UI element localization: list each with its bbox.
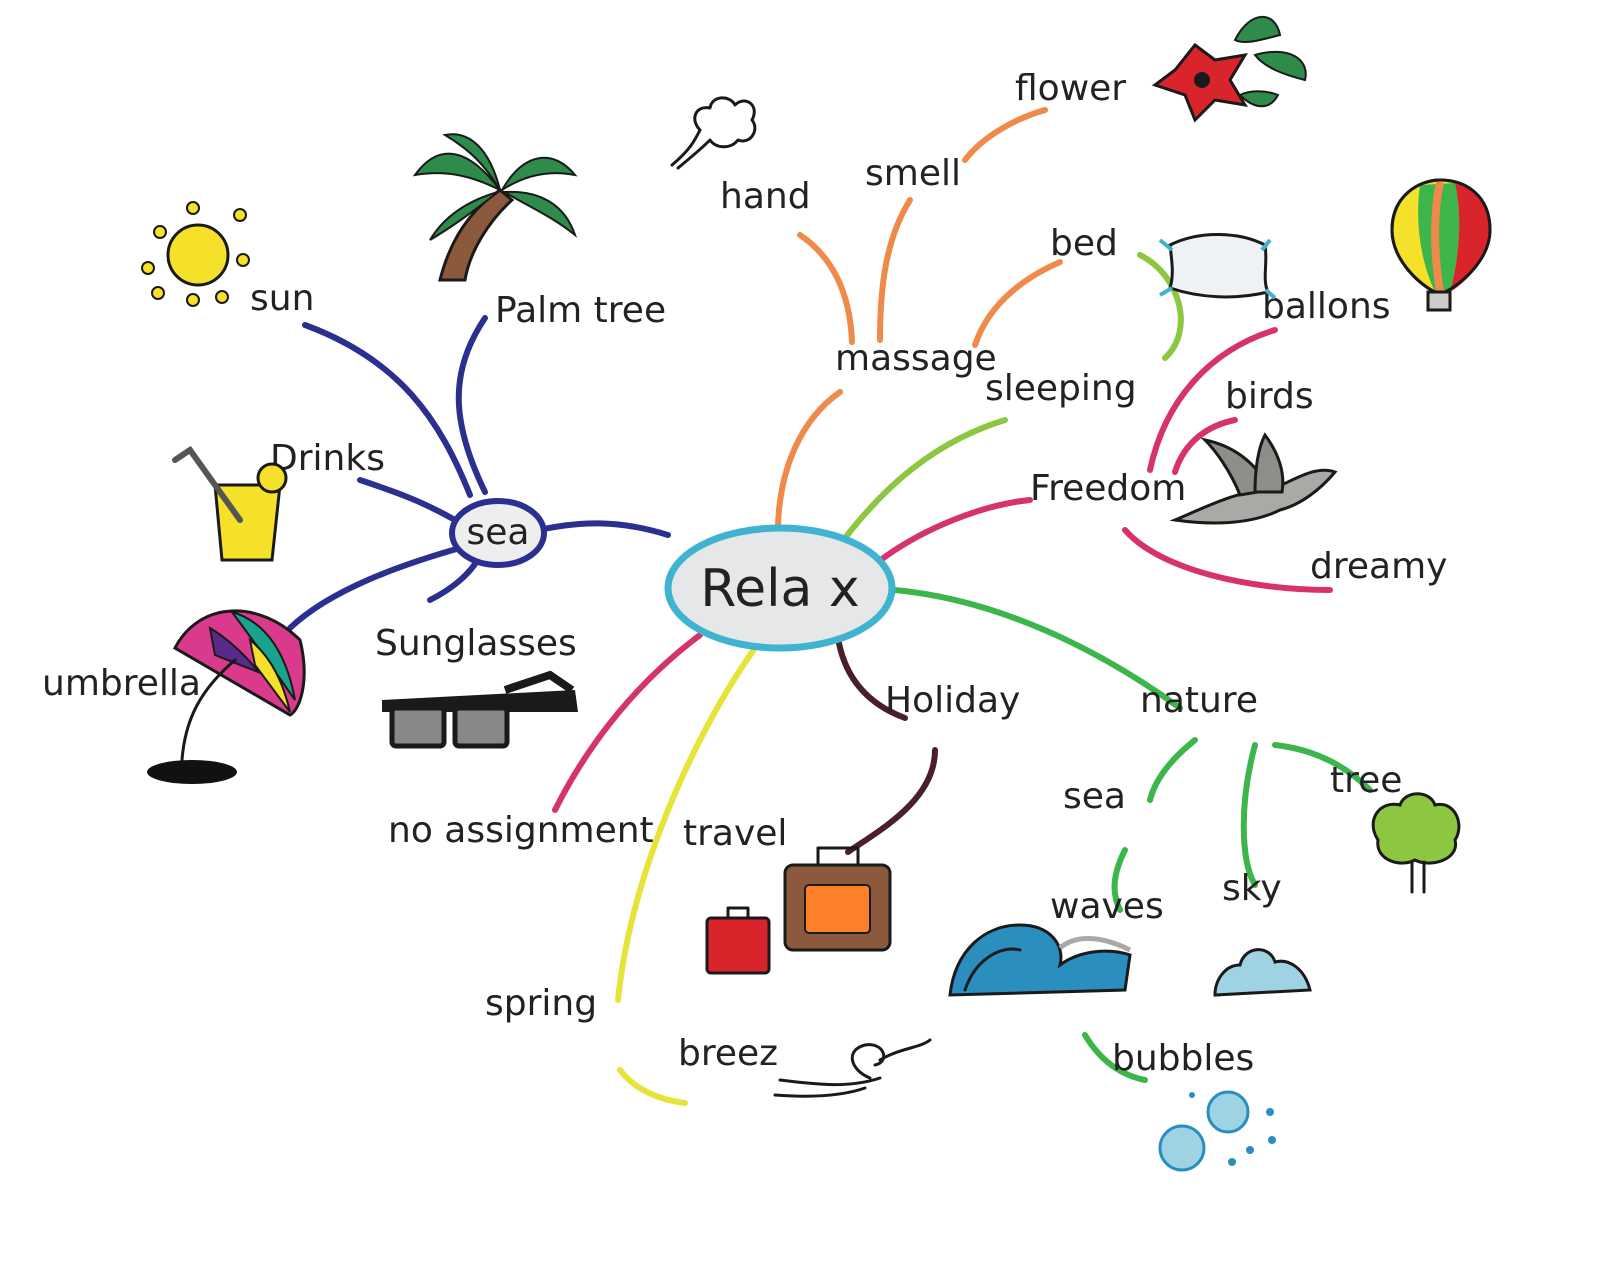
palm-tree-icon: [412, 133, 578, 282]
sunglasses-icon: [382, 670, 578, 749]
spring-label: spring: [485, 983, 597, 1024]
tree-icon: [1371, 792, 1461, 894]
umbrella-label: umbrella: [42, 663, 201, 704]
branch-relax-freedom: [875, 497, 1033, 565]
freedom-label: Freedom: [1030, 468, 1186, 509]
branch-bed-sleeping: [1137, 252, 1184, 361]
branch-sea-waves: [1111, 847, 1128, 913]
no-assignment-label: no assignment: [388, 810, 654, 851]
central-ellipse: [664, 524, 896, 652]
bed-label: bed: [1050, 223, 1118, 264]
sunglasses-label: Sunglasses: [375, 623, 577, 664]
branch-sea-sun: [302, 322, 473, 498]
branch-spring-breez: [617, 1067, 688, 1106]
branch-massage-hand: [797, 232, 855, 345]
cloud-icon: [1213, 948, 1312, 997]
flower-label: flower: [1015, 68, 1126, 109]
sun-label: sun: [250, 278, 314, 319]
branch-relax-massage: [775, 389, 843, 528]
sky-label: sky: [1222, 868, 1282, 909]
branch-smell-flower: [962, 107, 1048, 163]
sun-icon: [141, 201, 250, 307]
branch-relax-spring: [615, 645, 758, 1003]
branch-massage-bed: [972, 259, 1063, 348]
branch-sea-umbrella: [287, 545, 463, 631]
hot-air-balloon-icon: [1390, 178, 1492, 312]
massage-label: massage: [835, 338, 997, 379]
branch-waves-bubbles: [1082, 1032, 1148, 1083]
branch-holiday-travel: [845, 747, 938, 855]
umbrella-icon: [147, 609, 306, 784]
node-labels: sun Palm tree Drinks umbrella Sunglasses…: [42, 68, 1447, 1079]
waves-label: waves: [1050, 886, 1164, 927]
holiday-label: Holiday: [885, 680, 1020, 721]
branch-relax-holiday: [835, 635, 908, 721]
sea-node: sea: [449, 498, 547, 568]
suitcase-icon: [705, 846, 892, 975]
flower-icon: [1151, 15, 1307, 123]
drink-icon: [172, 445, 288, 562]
central-node: Rela x: [664, 524, 896, 652]
dreamy-label: dreamy: [1310, 546, 1447, 587]
palm-tree-label: Palm tree: [495, 290, 666, 331]
branch-sea-palm: [455, 315, 488, 495]
branch-relax-sea: [527, 520, 671, 538]
travel-label: travel: [683, 813, 787, 854]
smell-label: smell: [865, 153, 961, 194]
branch-freedom-birds: [1172, 417, 1238, 475]
branch-nature-sea: [1147, 737, 1198, 803]
sea-label: sea: [467, 512, 530, 553]
branch-nature-tree: [1272, 742, 1373, 793]
bird-icon: [1169, 432, 1338, 525]
branch-relax-no-assignment: [552, 632, 703, 813]
pillow-icon: [1158, 233, 1277, 300]
nature-sea-label: sea: [1063, 776, 1126, 817]
ballons-label: ballons: [1262, 286, 1391, 327]
tree-label: tree: [1330, 760, 1402, 801]
central-label: Rela x: [700, 559, 859, 619]
branch-relax-nature: [892, 587, 1183, 711]
wave-icon: [948, 923, 1132, 997]
branch-freedom-ballons: [1147, 327, 1278, 473]
branch-relax-sleeping: [842, 417, 1008, 541]
birds-label: birds: [1225, 376, 1314, 417]
drinks-label: Drinks: [270, 438, 385, 479]
branch-nature-sky: [1240, 742, 1258, 888]
hand-icon: [670, 96, 757, 170]
sea-ellipse: [449, 498, 547, 568]
sleeping-label: sleeping: [985, 368, 1137, 409]
bubbles-label: bubbles: [1112, 1038, 1254, 1079]
bubbles-icon: [1158, 1090, 1276, 1172]
branch-massage-smell: [877, 197, 913, 343]
branch-sea-drinks: [357, 477, 458, 523]
hand-label: hand: [720, 176, 811, 217]
breez-label: breez: [678, 1033, 778, 1074]
wind-icon: [773, 1038, 932, 1098]
nature-label: nature: [1140, 680, 1258, 721]
branch-freedom-dreamy: [1122, 527, 1333, 593]
